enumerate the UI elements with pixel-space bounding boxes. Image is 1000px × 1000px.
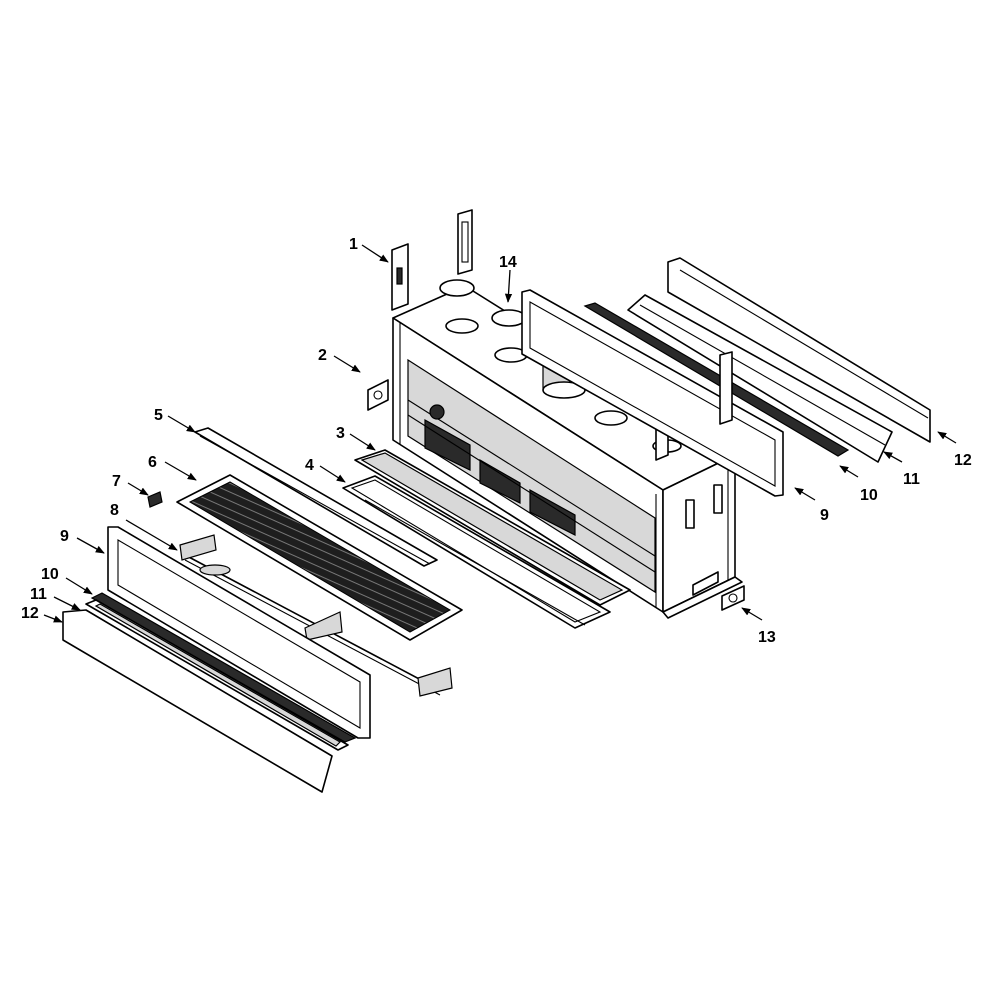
part-5-trim-strip [194, 427, 438, 567]
part-14-flue-cap-disc [439, 279, 475, 297]
callout-8: 8 [110, 502, 119, 519]
callout-5: 5 [154, 407, 163, 424]
callout-14: 14 [499, 254, 517, 271]
part-12-front-panel-right [667, 257, 931, 443]
callout-9-right: 9 [820, 507, 829, 524]
standoff-bracket-right [719, 351, 733, 425]
callout-7: 7 [112, 473, 121, 490]
callout-12-left: 12 [21, 605, 39, 622]
callout-13: 13 [758, 629, 776, 646]
part-14-flue-cap-disc-2 [491, 309, 527, 327]
part-2-cover-plate [367, 379, 389, 411]
part-11-louver-left [85, 599, 349, 751]
callout-1: 1 [349, 236, 358, 253]
part-10-trim-right [583, 302, 850, 457]
callout-10-right: 10 [860, 487, 878, 504]
callout-6: 6 [148, 454, 157, 471]
top-standoff-bracket [457, 209, 473, 275]
callout-3: 3 [336, 425, 345, 442]
callout-11-left: 11 [30, 586, 47, 603]
part-6-media-tray [176, 474, 463, 641]
part-8-support-rail [179, 534, 453, 697]
callout-4: 4 [305, 457, 314, 474]
callout-10-left: 10 [41, 566, 59, 583]
part-9-glass-frame-right [521, 289, 784, 497]
callout-9-left: 9 [60, 528, 69, 545]
part-4-burner-tray [342, 475, 611, 629]
firebox-main-unit [392, 285, 743, 619]
leader-lines [43, 244, 957, 623]
part-7-clip [147, 491, 163, 508]
part-12-front-panel-left [62, 609, 333, 793]
part-9-glass-frame-left [107, 526, 371, 739]
callout-2: 2 [318, 347, 327, 364]
part-1-nailing-flange [391, 243, 409, 311]
part-13-cover-plate [721, 585, 745, 611]
part-11-louver-right [627, 294, 893, 463]
callout-12-right: 12 [954, 452, 972, 469]
callout-11-right: 11 [903, 471, 920, 488]
